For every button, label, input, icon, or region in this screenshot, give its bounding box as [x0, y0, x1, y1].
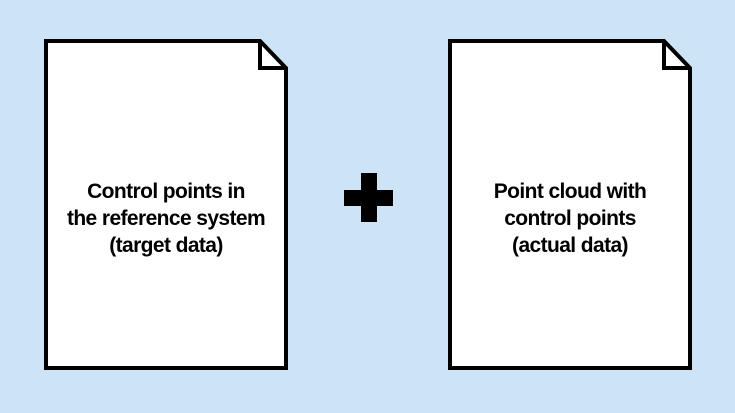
document-label-line-3: (target data): [109, 234, 223, 257]
document-actual-data[interactable]: Point cloud with control points (actual …: [448, 39, 692, 370]
document-page-icon: [448, 39, 692, 370]
document-actual-data-label: Point cloud with control points (actual …: [442, 178, 698, 259]
document-target-data-label: Control points in the reference system (…: [38, 178, 294, 259]
document-page-icon: [44, 39, 288, 370]
document-label-line-3: (actual data): [512, 234, 629, 257]
plus-sign: [344, 173, 393, 222]
plus-sign-vertical-bar: [361, 173, 377, 222]
document-label-line-2: control points: [504, 207, 636, 230]
document-label-line-1: Point cloud with: [493, 180, 647, 203]
document-label-line-2: the reference system: [66, 207, 266, 230]
document-target-data[interactable]: Control points in the reference system (…: [44, 39, 288, 370]
document-label-line-1: Control points in: [87, 180, 245, 203]
